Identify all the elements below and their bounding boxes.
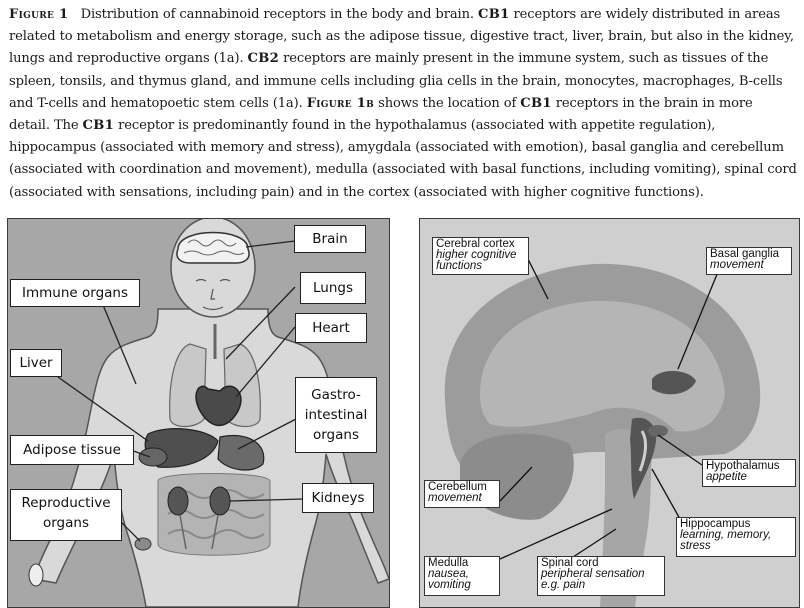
spinal-sub2: e.g. pain <box>541 579 586 591</box>
kidney-right <box>209 486 231 516</box>
adipose-shape <box>138 447 168 467</box>
body-organs-figure: Brain Lungs Heart Gastro- intestinal org… <box>7 218 390 608</box>
label-heart: Heart <box>295 313 367 343</box>
cortex-sub2: functions <box>436 260 483 272</box>
label-hippocampus: Hippocampus learning, memory, stress <box>676 517 796 557</box>
spinal-title: Spinal cord <box>541 557 599 569</box>
hippocampus-sub1: learning, memory, <box>680 529 772 541</box>
medulla-title: Medulla <box>428 557 469 569</box>
label-liver: Liver <box>10 349 62 377</box>
figure-caption: Figure 1 Distribution of cannabinoid rec… <box>9 4 797 204</box>
reproductive-shape <box>134 537 152 551</box>
medulla-sub1: nausea, <box>428 568 469 580</box>
label-repro-line1: Reproductive <box>21 495 111 511</box>
figure-1b-ref: Figure 1b <box>306 95 375 111</box>
leader-lines <box>57 240 304 542</box>
basal-ganglia-shape <box>652 370 696 395</box>
label-kidneys: Kidneys <box>302 483 374 513</box>
label-gi-line1: Gastro- <box>311 387 361 403</box>
label-medulla: Medulla nausea, vomiting <box>424 556 500 596</box>
cb1-term: CB1 <box>82 118 115 134</box>
brain-sagittal-figure: Cerebral cortex higher cognitive functio… <box>419 218 800 608</box>
cortex-sub1: higher cognitive <box>436 249 517 261</box>
label-gi-line2: intestinal <box>304 407 368 423</box>
caption-text-3: shows the location of <box>378 95 517 111</box>
hypothalamus-sub1: appetite <box>706 471 747 483</box>
cerebellum-title: Cerebellum <box>428 481 487 493</box>
label-brain: Brain <box>294 225 366 253</box>
label-gi-line3: organs <box>312 427 359 443</box>
cb2-term: CB2 <box>247 51 280 67</box>
label-immune-organs: Immune organs <box>10 279 140 307</box>
caption-intro: Distribution of cannabinoid receptors in… <box>80 7 474 22</box>
label-adipose-tissue: Adipose tissue <box>10 435 134 465</box>
label-repro-line2: organs <box>42 515 89 531</box>
label-lungs: Lungs <box>300 272 366 304</box>
label-spinal-cord: Spinal cord peripheral sensation e.g. pa… <box>537 556 665 596</box>
label-hypothalamus: Hypothalamus appetite <box>702 459 796 487</box>
leader-lines-brain <box>499 258 721 560</box>
label-reproductive-organs: Reproductive organs <box>10 489 122 541</box>
medulla-sub2: vomiting <box>428 579 471 591</box>
caption-text-1: receptors are widely distributed in area… <box>9 7 794 67</box>
brain-illustration <box>444 258 761 607</box>
kidney-left <box>167 486 189 516</box>
label-basal-ganglia: Basal ganglia movement <box>706 247 792 275</box>
caption-text-2: receptors are mainly present in the immu… <box>9 51 783 111</box>
figure-label: Figure 1 <box>9 7 69 22</box>
spinal-sub1: peripheral sensation <box>541 568 645 580</box>
basal-title: Basal ganglia <box>710 248 780 260</box>
label-gastrointestinal: Gastro- intestinal organs <box>295 377 377 453</box>
lungs-shape <box>169 343 207 428</box>
hypothalamus-shape <box>648 425 668 437</box>
hypothalamus-title: Hypothalamus <box>706 460 780 472</box>
stomach-shape <box>217 435 265 471</box>
caption-text-5: receptor is predominantly found in the h… <box>9 118 797 200</box>
hippocampus-title: Hippocampus <box>680 518 751 530</box>
heart-shape <box>195 385 242 427</box>
brain-shape <box>176 231 250 264</box>
hand-object <box>28 563 44 587</box>
label-cerebral-cortex: Cerebral cortex higher cognitive functio… <box>432 237 529 275</box>
label-cerebellum: Cerebellum movement <box>424 480 500 508</box>
cb1-term: CB1 <box>520 95 552 111</box>
basal-sub1: movement <box>710 259 764 271</box>
hippocampus-sub2: stress <box>680 540 711 552</box>
cb1-term: CB1 <box>477 7 510 22</box>
caption-text-4: receptors in the brain in more detail. T… <box>9 95 753 134</box>
cerebellum-sub1: movement <box>428 492 482 504</box>
cortex-title: Cerebral cortex <box>436 238 515 250</box>
